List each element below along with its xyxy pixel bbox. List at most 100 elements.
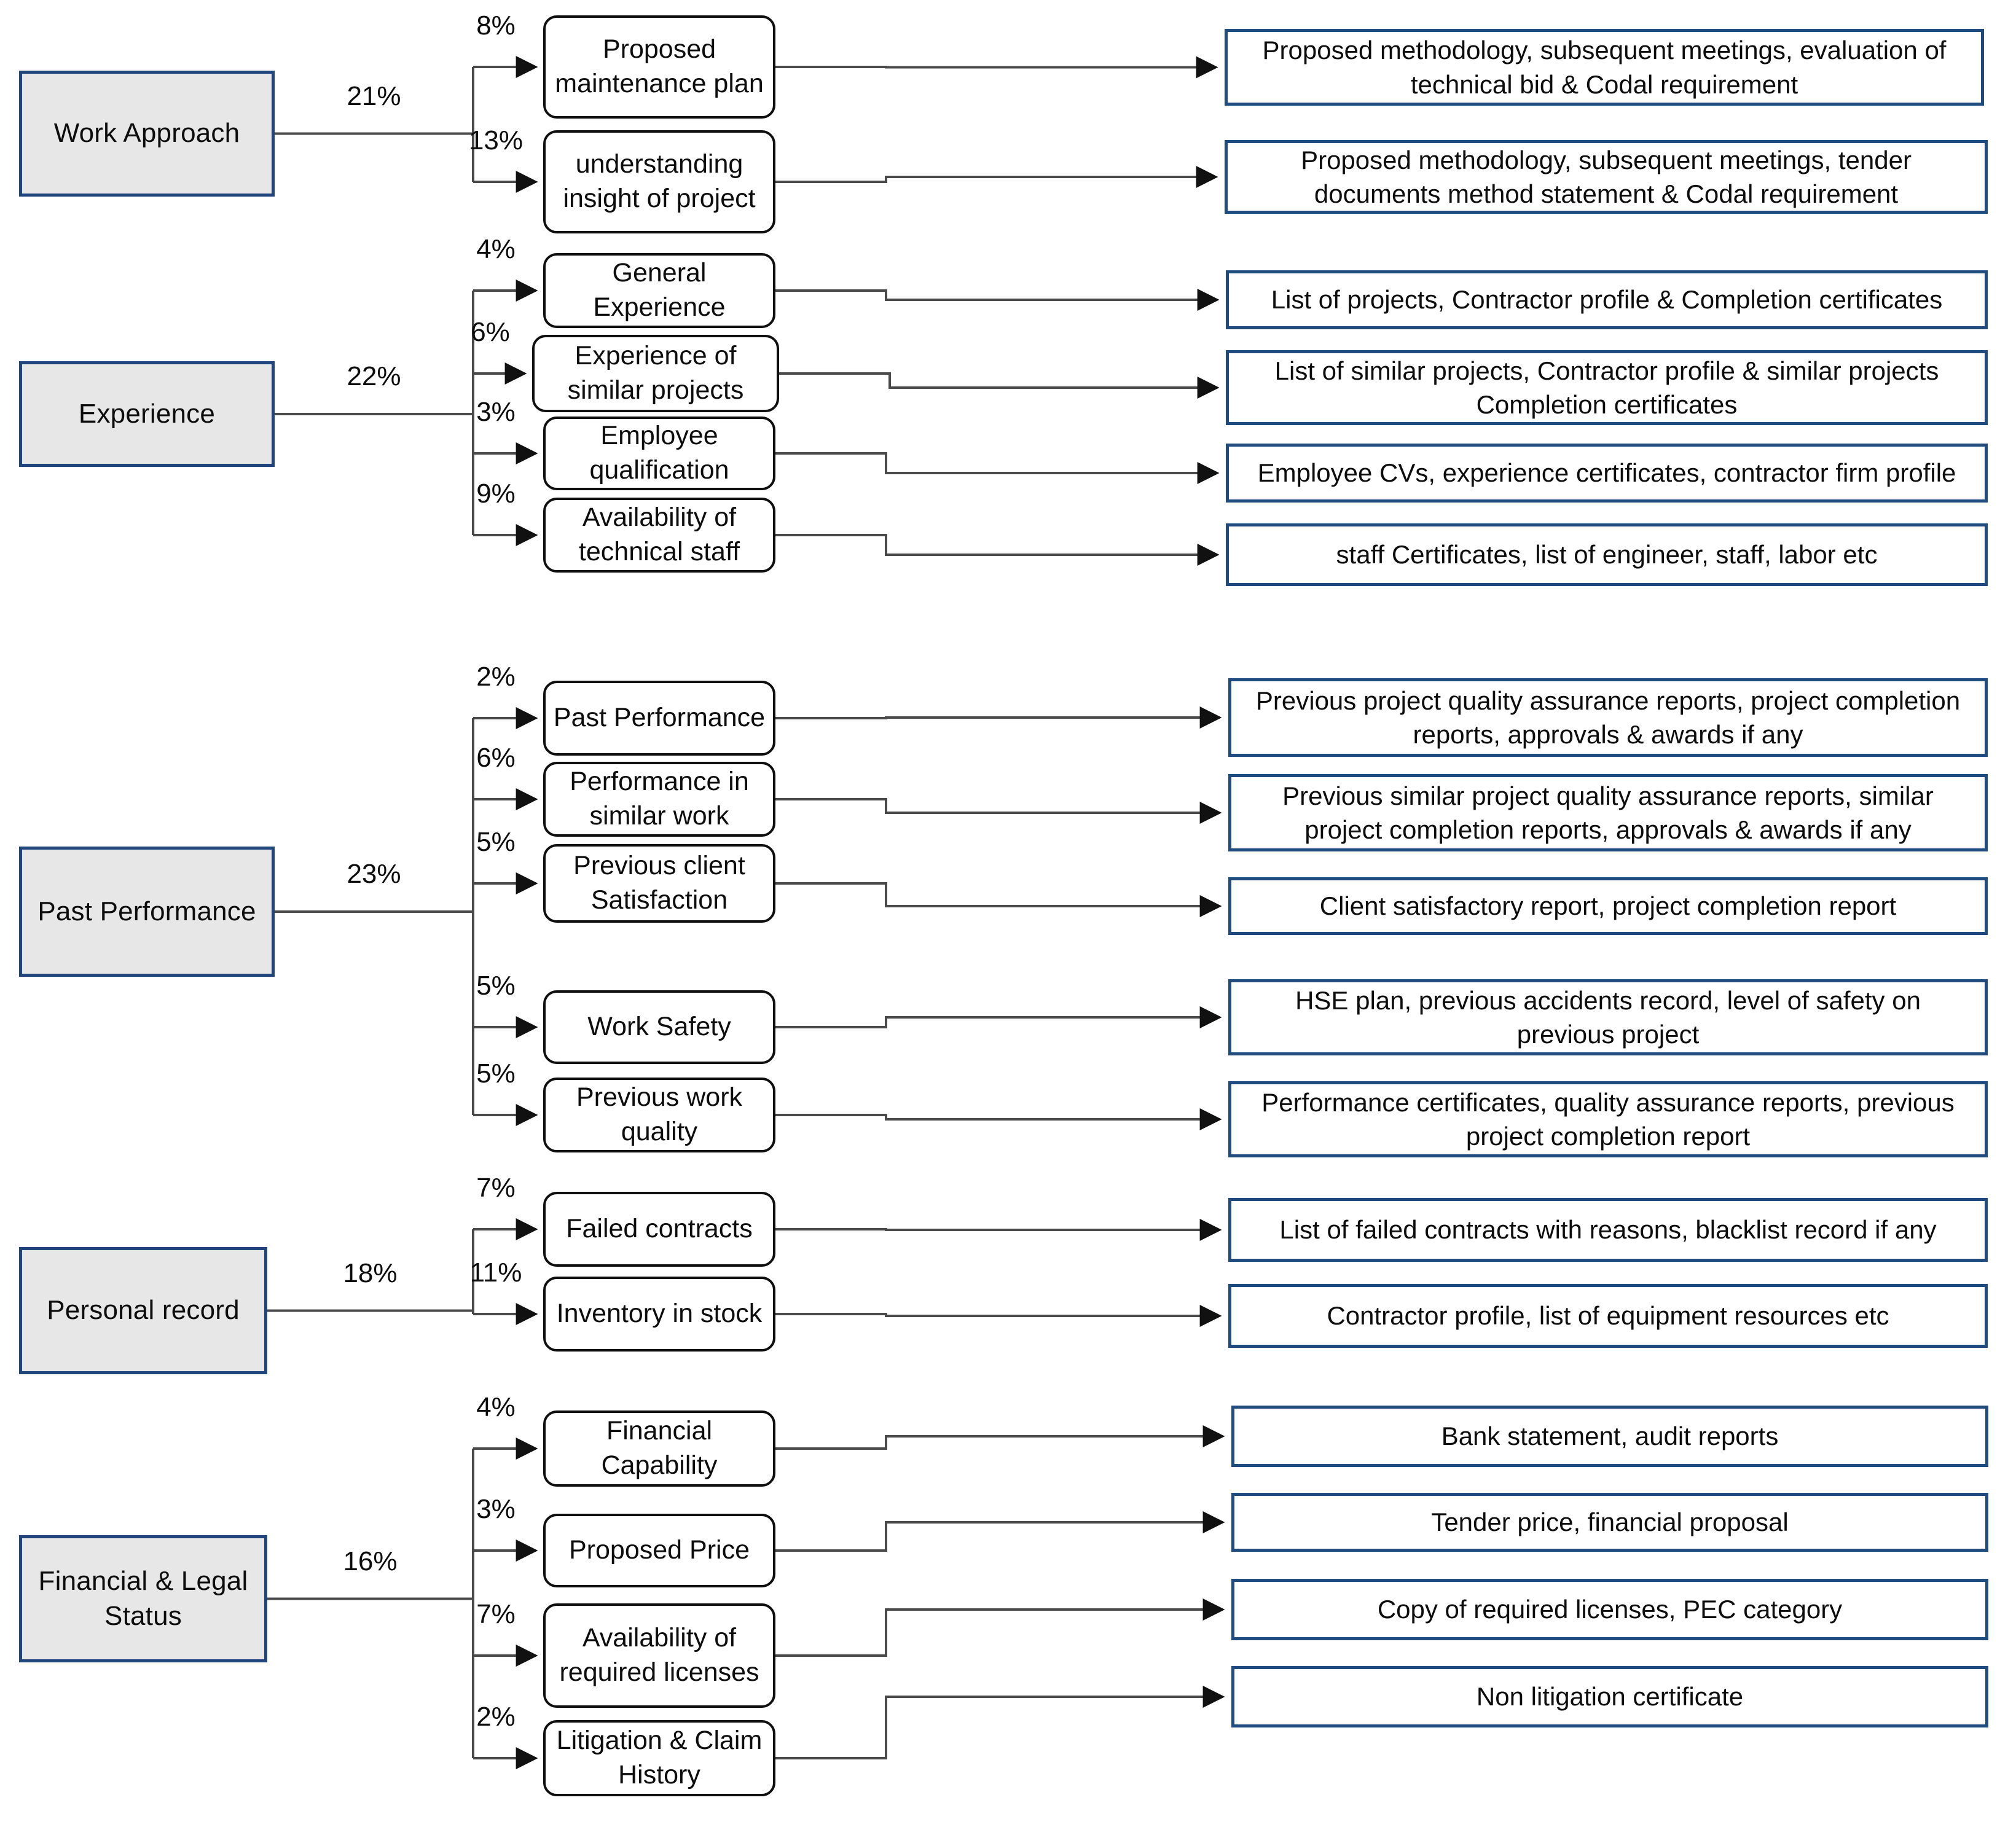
group-weight-3: 18% xyxy=(343,1258,398,1288)
criterion-box-0-label: Work Approach xyxy=(53,118,240,149)
evidence-box-2-3: HSE plan, previous accidents record, lev… xyxy=(1228,979,1988,1055)
evidence-box-1-1-label: List of similar projects, Contractor pro… xyxy=(1274,356,1939,419)
criterion-box-3: Personal record xyxy=(19,1247,267,1374)
evidence-box-0-0: Proposed methodology, subsequent meeting… xyxy=(1225,29,1984,106)
evidence-box-4-3: Non litigation certificate xyxy=(1231,1666,1988,1727)
evidence-box-1-2: Employee CVs, experience certificates, c… xyxy=(1226,444,1988,503)
sub-weight-3-0: 7% xyxy=(476,1173,516,1203)
evidence-box-2-1-label: Previous similar project quality assuran… xyxy=(1282,781,1934,844)
criterion-box-1-label: Experience xyxy=(78,398,216,429)
evidence-box-4-0: Bank statement, audit reports xyxy=(1231,1406,1988,1467)
sub-weight-2-1: 6% xyxy=(476,743,516,773)
sub-criterion-box-3-0-label: Failed contracts xyxy=(566,1214,753,1244)
evidence-box-2-2-label: Client satisfactory report, project comp… xyxy=(1319,891,1897,921)
sub-criterion-box-2-0-label: Past Performance xyxy=(553,703,766,733)
evidence-box-1-2-label: Employee CVs, experience certificates, c… xyxy=(1257,458,1956,488)
group-weight-2: 23% xyxy=(347,859,401,889)
criterion-box-0: Work Approach xyxy=(19,71,275,197)
sub-criterion-box-1-3: Availability of technical staff xyxy=(543,498,775,573)
evidence-box-4-2-label: Copy of required licenses, PEC category xyxy=(1377,1595,1843,1624)
evidence-box-1-1: List of similar projects, Contractor pro… xyxy=(1226,350,1988,425)
evidence-box-3-0-label: List of failed contracts with reasons, b… xyxy=(1279,1215,1937,1245)
sub-weight-4-0: 4% xyxy=(476,1392,516,1422)
sub-criterion-box-2-1: Performance in similar work xyxy=(543,762,775,837)
criterion-box-4: Financial & Legal Status xyxy=(19,1535,267,1662)
evidence-box-2-2: Client satisfactory report, project comp… xyxy=(1228,877,1988,935)
evidence-box-3-1: Contractor profile, list of equipment re… xyxy=(1228,1284,1988,1348)
evidence-box-2-4: Performance certificates, quality assura… xyxy=(1228,1081,1988,1157)
evidence-box-4-1-label: Tender price, financial proposal xyxy=(1431,1508,1789,1537)
evidence-box-4-3-label: Non litigation certificate xyxy=(1476,1682,1744,1712)
sub-criterion-box-2-3-label: Work Safety xyxy=(587,1012,731,1042)
sub-weight-2-3: 5% xyxy=(476,971,516,1001)
evidence-box-3-0: List of failed contracts with reasons, b… xyxy=(1228,1198,1988,1262)
criterion-box-1: Experience xyxy=(19,361,275,467)
evidence-box-1-0-label: List of projects, Contractor profile & C… xyxy=(1271,285,1943,315)
sub-criterion-box-1-1: Experience of similar projects xyxy=(532,335,779,412)
criterion-box-3-label: Personal record xyxy=(47,1295,240,1326)
sub-weight-4-3: 2% xyxy=(476,1702,516,1732)
sub-criterion-box-2-4-label: Previous work quality xyxy=(576,1082,743,1146)
sub-criterion-box-4-1: Proposed Price xyxy=(543,1514,775,1587)
sub-criterion-box-0-0-label: Proposed maintenance plan xyxy=(555,34,764,98)
evidence-box-2-3-label: HSE plan, previous accidents record, lev… xyxy=(1295,985,1921,1049)
sub-criterion-box-2-2: Previous client Satisfaction xyxy=(543,844,775,923)
sub-criterion-box-2-1-label: Performance in similar work xyxy=(570,767,749,831)
sub-weight-4-1: 3% xyxy=(476,1494,516,1524)
sub-weight-2-0: 2% xyxy=(476,662,516,692)
evidence-box-3-1-label: Contractor profile, list of equipment re… xyxy=(1327,1301,1889,1331)
sub-criterion-box-2-0: Past Performance xyxy=(543,681,775,756)
evidence-box-1-3-label: staff Certificates, list of engineer, st… xyxy=(1336,540,1878,569)
sub-criterion-box-4-3: Litigation & Claim History xyxy=(543,1720,775,1796)
sub-criterion-box-4-1-label: Proposed Price xyxy=(569,1535,750,1565)
sub-weight-1-1: 6% xyxy=(471,317,510,347)
evidence-box-4-2: Copy of required licenses, PEC category xyxy=(1231,1579,1988,1640)
group-weight-4: 16% xyxy=(343,1546,398,1576)
sub-criterion-box-2-2-label: Previous client Satisfaction xyxy=(573,851,745,915)
sub-weight-1-0: 4% xyxy=(476,234,516,264)
sub-criterion-box-1-0-label: General Experience xyxy=(593,258,726,322)
evidence-box-0-0-label: Proposed methodology, subsequent meeting… xyxy=(1262,36,1947,99)
sub-criterion-box-1-3-label: Availability of technical staff xyxy=(578,503,740,566)
sub-criterion-box-1-2-label: Employee qualification xyxy=(589,421,729,485)
group-weight-0: 21% xyxy=(347,80,401,111)
sub-weight-0-1: 13% xyxy=(468,125,524,155)
sub-criterion-box-0-1-label: understanding insight of project xyxy=(563,149,756,213)
evidence-box-2-4-label: Performance certificates, quality assura… xyxy=(1261,1087,1955,1151)
evidence-box-2-1: Previous similar project quality assuran… xyxy=(1228,774,1988,851)
evidence-box-1-0: List of projects, Contractor profile & C… xyxy=(1226,270,1988,329)
sub-criterion-box-3-0: Failed contracts xyxy=(543,1192,775,1267)
sub-weight-0-0: 8% xyxy=(476,10,516,41)
evidence-box-0-1-label: Proposed methodology, subsequent meeting… xyxy=(1301,145,1912,208)
sub-criterion-box-4-0-label: Financial Capability xyxy=(601,1416,718,1480)
sub-weight-1-2: 3% xyxy=(476,397,516,427)
sub-weight-2-2: 5% xyxy=(476,827,516,857)
sub-criterion-box-1-1-label: Experience of similar projects xyxy=(567,341,744,405)
evidence-box-4-0-label: Bank statement, audit reports xyxy=(1441,1422,1779,1451)
sub-criterion-box-3-1: Inventory in stock xyxy=(543,1277,775,1352)
criterion-box-2-label: Past Performance xyxy=(37,896,256,926)
sub-criterion-box-4-3-label: Litigation & Claim History xyxy=(556,1726,763,1790)
sub-criterion-box-1-2: Employee qualification xyxy=(543,417,775,490)
sub-criterion-box-0-0: Proposed maintenance plan xyxy=(543,15,775,119)
sub-criterion-box-4-2-label: Availability of required licenses xyxy=(559,1623,759,1687)
evidence-box-0-1: Proposed methodology, subsequent meeting… xyxy=(1225,140,1988,214)
sub-weight-3-1: 11% xyxy=(469,1258,522,1288)
sub-criterion-box-3-1-label: Inventory in stock xyxy=(556,1299,763,1329)
evidence-box-1-3: staff Certificates, list of engineer, st… xyxy=(1226,523,1988,586)
evidence-box-2-0: Previous project quality assurance repor… xyxy=(1228,678,1988,757)
sub-weight-1-3: 9% xyxy=(476,479,516,509)
sub-criterion-box-2-3: Work Safety xyxy=(543,990,775,1064)
sub-criterion-box-4-2: Availability of required licenses xyxy=(543,1603,775,1708)
sub-criterion-box-1-0: General Experience xyxy=(543,253,775,328)
criterion-box-2: Past Performance xyxy=(19,847,275,977)
sub-weight-4-2: 7% xyxy=(476,1599,516,1629)
sub-criterion-box-2-4: Previous work quality xyxy=(543,1078,775,1152)
criterion-box-4-label: Financial & Legal Status xyxy=(38,1566,248,1631)
sub-weight-2-4: 5% xyxy=(476,1058,516,1089)
sub-criterion-box-4-0: Financial Capability xyxy=(543,1410,775,1487)
evidence-box-2-0-label: Previous project quality assurance repor… xyxy=(1255,686,1961,749)
sub-criterion-box-0-1: understanding insight of project xyxy=(543,130,775,233)
evidence-box-4-1: Tender price, financial proposal xyxy=(1231,1493,1988,1552)
